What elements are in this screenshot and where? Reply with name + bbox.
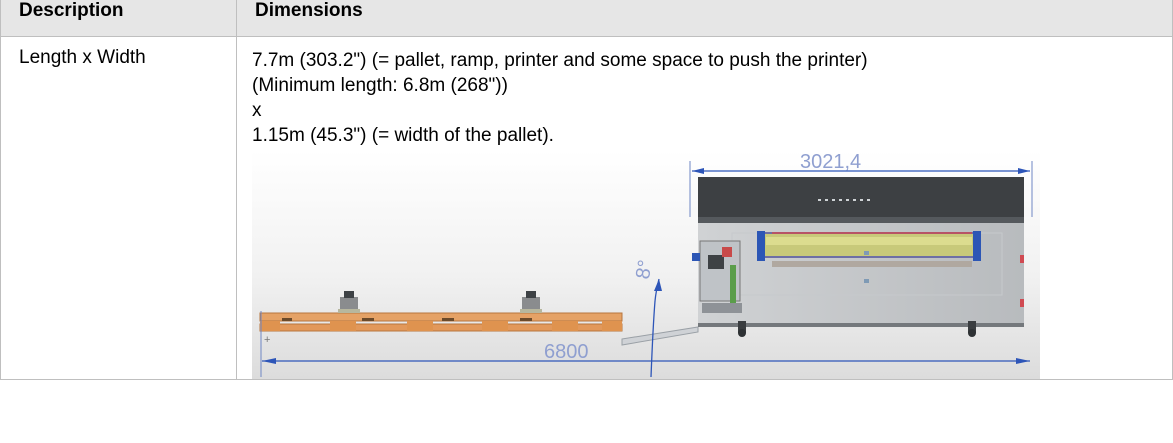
dimension-bottom-label: 6800 bbox=[544, 341, 589, 363]
angle-label: 8° bbox=[632, 258, 657, 281]
angle-annotation: 8° bbox=[632, 258, 662, 377]
table-header-row: Description Dimensions bbox=[0, 0, 1173, 37]
ramp bbox=[621, 325, 699, 346]
dimensions-line-x: x bbox=[252, 99, 262, 121]
dimensions-line-total: 7.7m (303.2") (= pallet, ramp, printer a… bbox=[252, 49, 868, 71]
dimensions-line-width: 1.15m (45.3") (= width of the pallet). bbox=[252, 124, 554, 146]
layout-drawing-svg: 3021,4 6800 + bbox=[252, 150, 1040, 379]
printer bbox=[692, 176, 1024, 337]
layout-drawing: 3021,4 6800 + bbox=[252, 150, 1040, 379]
origin-mark: + bbox=[264, 334, 270, 346]
dimension-top: 3021,4 bbox=[689, 151, 1033, 217]
cell-dimensions: 7.7m (303.2") (= pallet, ramp, printer a… bbox=[236, 35, 1173, 380]
dimension-top-label: 3021,4 bbox=[800, 151, 861, 173]
pallet bbox=[259, 290, 623, 331]
header-dimensions: Dimensions bbox=[236, 0, 1173, 37]
dimensions-table: Description Dimensions Length x Width 7.… bbox=[0, 0, 1173, 380]
cell-description: Length x Width bbox=[0, 35, 237, 380]
table-row: Length x Width 7.7m (303.2") (= pallet, … bbox=[0, 35, 1173, 380]
dimensions-line-minimum: (Minimum length: 6.8m (268")) bbox=[252, 74, 508, 96]
dimension-bottom: 6800 + bbox=[260, 310, 1030, 377]
header-description: Description bbox=[0, 0, 237, 37]
